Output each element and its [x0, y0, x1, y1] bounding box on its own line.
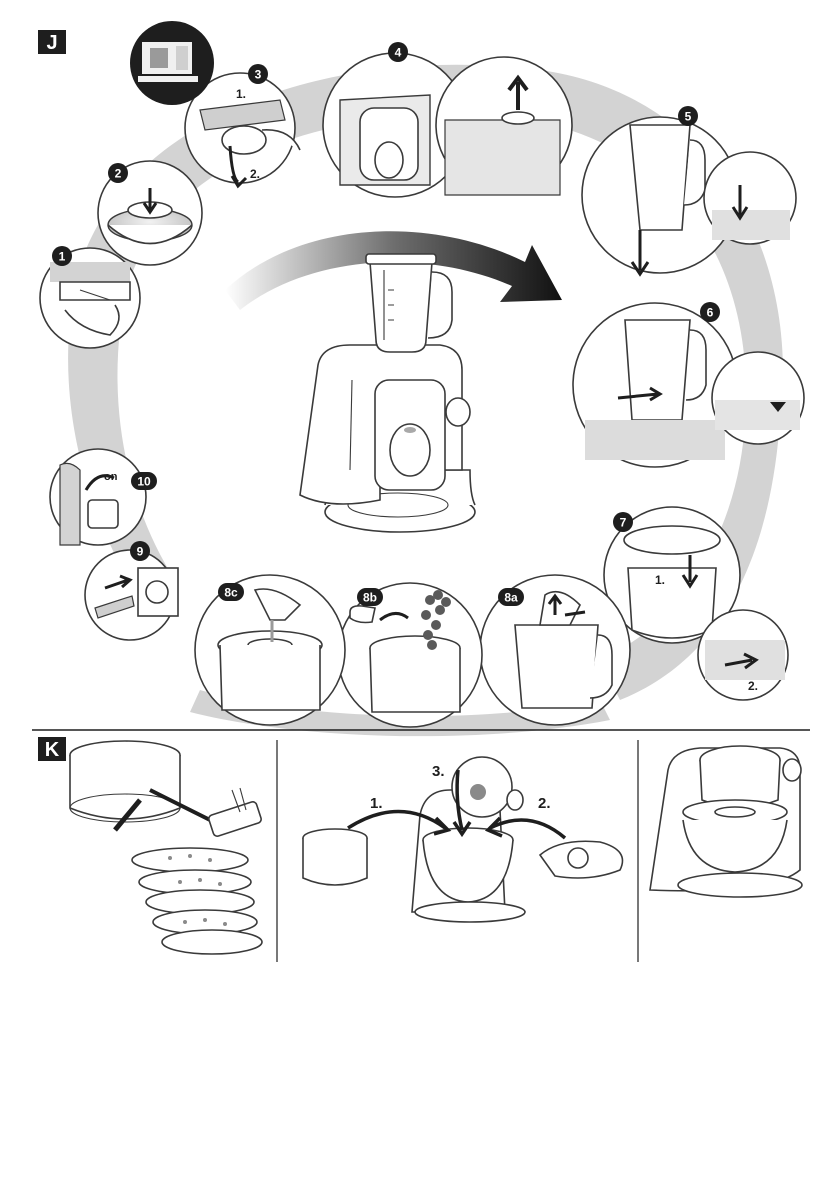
step-8b-illustration	[338, 583, 482, 727]
svg-text:1.: 1.	[370, 795, 383, 812]
svg-text:9: 9	[137, 545, 144, 559]
assembled-mixer-icon	[650, 746, 802, 897]
badge-step-8b: 8b	[357, 588, 383, 606]
svg-text:6: 6	[707, 306, 714, 320]
svg-text:2.: 2.	[748, 679, 758, 693]
svg-text:1.: 1.	[655, 573, 665, 587]
badge-step-10: 10	[131, 472, 157, 490]
badge-step-1: 1	[52, 246, 72, 266]
svg-text:3: 3	[255, 68, 262, 82]
svg-text:2: 2	[115, 167, 122, 181]
section-k-label: K	[38, 737, 66, 761]
svg-text:1: 1	[59, 250, 66, 264]
step-10-illustration: on	[50, 449, 146, 545]
svg-text:8c: 8c	[224, 586, 238, 600]
section-j: J	[38, 21, 804, 736]
svg-text:8b: 8b	[363, 591, 377, 605]
blender-jug-icon	[366, 254, 452, 352]
svg-text:2.: 2.	[538, 795, 551, 812]
svg-text:10: 10	[137, 475, 151, 489]
svg-text:7: 7	[620, 516, 627, 530]
badge-step-4: 4	[388, 42, 408, 62]
mixer-inset-icon	[130, 21, 214, 105]
section-j-label: J	[38, 30, 66, 54]
svg-text:1.: 1.	[236, 87, 246, 101]
svg-text:J: J	[46, 32, 57, 54]
svg-text:2.: 2.	[250, 167, 260, 181]
svg-text:4: 4	[395, 46, 402, 60]
svg-text:8a: 8a	[504, 591, 518, 605]
step-5-illustration	[582, 117, 796, 274]
badge-step-8a: 8a	[498, 588, 524, 606]
badge-step-9: 9	[130, 541, 150, 561]
badge-step-5: 5	[678, 106, 698, 126]
badge-step-3: 3	[248, 64, 268, 84]
step-8c-illustration	[195, 575, 345, 725]
disc-stack-icon	[70, 741, 262, 954]
mixer-icon	[300, 254, 475, 532]
svg-text:3.: 3.	[432, 763, 445, 780]
k-assembly-illustration: 1. 2. 3.	[303, 757, 623, 922]
svg-text:on: on	[104, 471, 118, 483]
step-4-illustration	[323, 53, 572, 197]
svg-text:K: K	[45, 739, 60, 761]
badge-step-2: 2	[108, 163, 128, 183]
svg-text:5: 5	[685, 110, 692, 124]
badge-step-6: 6	[700, 302, 720, 322]
badge-step-7: 7	[613, 512, 633, 532]
section-k: K	[38, 737, 802, 962]
badge-step-8c: 8c	[218, 583, 244, 601]
